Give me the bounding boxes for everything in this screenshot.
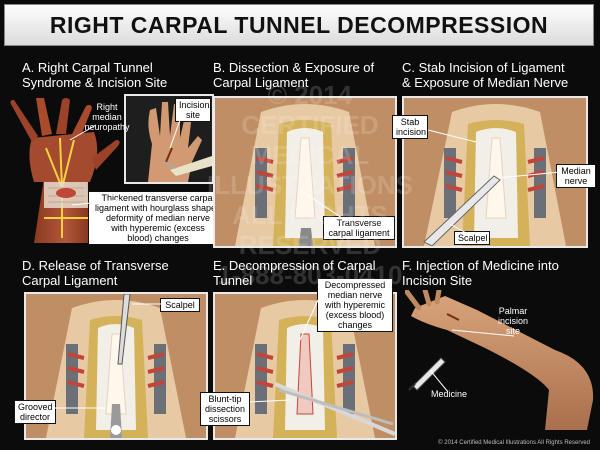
label-decompressed-nerve: Decompressed median nerve with hyperemic… xyxy=(317,278,393,332)
label-palmar-incision-site: Palmar incision site xyxy=(497,306,528,336)
label-scalpel-d: Scalpel xyxy=(160,298,200,312)
label-stab-incision: Stab incision xyxy=(392,115,428,139)
label-incision-site: Incision site xyxy=(175,98,211,122)
panel-a-title: A. Right Carpal Tunnel Syndrome & Incisi… xyxy=(22,60,168,90)
panel-e-title: E. Decompression of Carpal Tunnel xyxy=(213,258,376,288)
panel-a-incision-frame xyxy=(124,94,214,184)
label-scalpel-c: Scalpel xyxy=(454,231,490,245)
panel-c-title: C. Stab Incision of Ligament & Exposure … xyxy=(402,60,569,90)
panel-a-hand-illustration xyxy=(10,98,120,243)
label-medicine: Medicine xyxy=(430,389,468,399)
panel-f-title: F. Injection of Medicine into Incision S… xyxy=(402,258,559,288)
label-grooved-director: Grooved director xyxy=(14,400,56,424)
panel-b-frame xyxy=(213,96,397,248)
label-thickened-ligament: Thickened transverse carpal ligament wit… xyxy=(88,191,228,245)
label-blunt-tip-scissors: Blunt-tip dissection scissors xyxy=(200,392,250,426)
page-title: RIGHT CARPAL TUNNEL DECOMPRESSION xyxy=(49,11,549,38)
label-right-median-neuropathy: Right median neuropathy xyxy=(84,102,130,132)
title-bar: RIGHT CARPAL TUNNEL DECOMPRESSION xyxy=(4,4,594,46)
panel-b-title: B. Dissection & Exposure of Carpal Ligam… xyxy=(213,60,375,90)
label-transverse-carpal-ligament: Transverse carpal ligament xyxy=(323,216,395,240)
label-median-nerve: Median nerve xyxy=(556,164,596,188)
panel-f-arm-illustration xyxy=(405,290,594,430)
copyright-notice: © 2014 Certified Medical Illustrations A… xyxy=(438,440,590,446)
panel-d-title: D. Release of Transverse Carpal Ligament xyxy=(22,258,169,288)
panel-c-frame xyxy=(402,96,588,248)
